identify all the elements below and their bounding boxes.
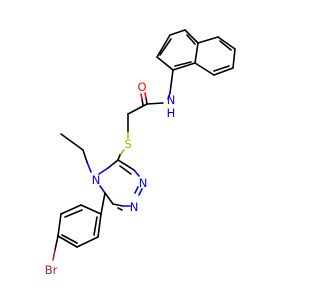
- oxygen-label: O: [137, 80, 146, 94]
- triazole-n2-label: N: [139, 176, 148, 190]
- sulfur-label: S: [124, 137, 131, 151]
- bromine-label: Br: [45, 263, 58, 277]
- amide-nitrogen-atom: N H: [167, 93, 176, 120]
- triazole-n1-label: N: [130, 200, 139, 214]
- bromine-atom: Br: [45, 263, 58, 277]
- amide-hydrogen-label: H: [167, 106, 176, 120]
- atom-labels: O N H S N N N Br: [45, 80, 176, 277]
- amide-nitrogen-label: N: [167, 93, 176, 107]
- structure-canvas: O N H S N N N Br: [45, 29, 236, 277]
- bonds: [52, 29, 236, 261]
- triazole-n4-label: N: [92, 173, 101, 187]
- sulfur-atom: S: [124, 137, 131, 151]
- triazole-n1-atom: N: [130, 200, 139, 214]
- oxygen-atom: O: [137, 80, 146, 94]
- molecule-structure: O N H S N N N Br: [45, 29, 236, 277]
- triazole-n2-atom: N: [139, 176, 148, 190]
- triazole-n4-atom: N: [92, 173, 101, 187]
